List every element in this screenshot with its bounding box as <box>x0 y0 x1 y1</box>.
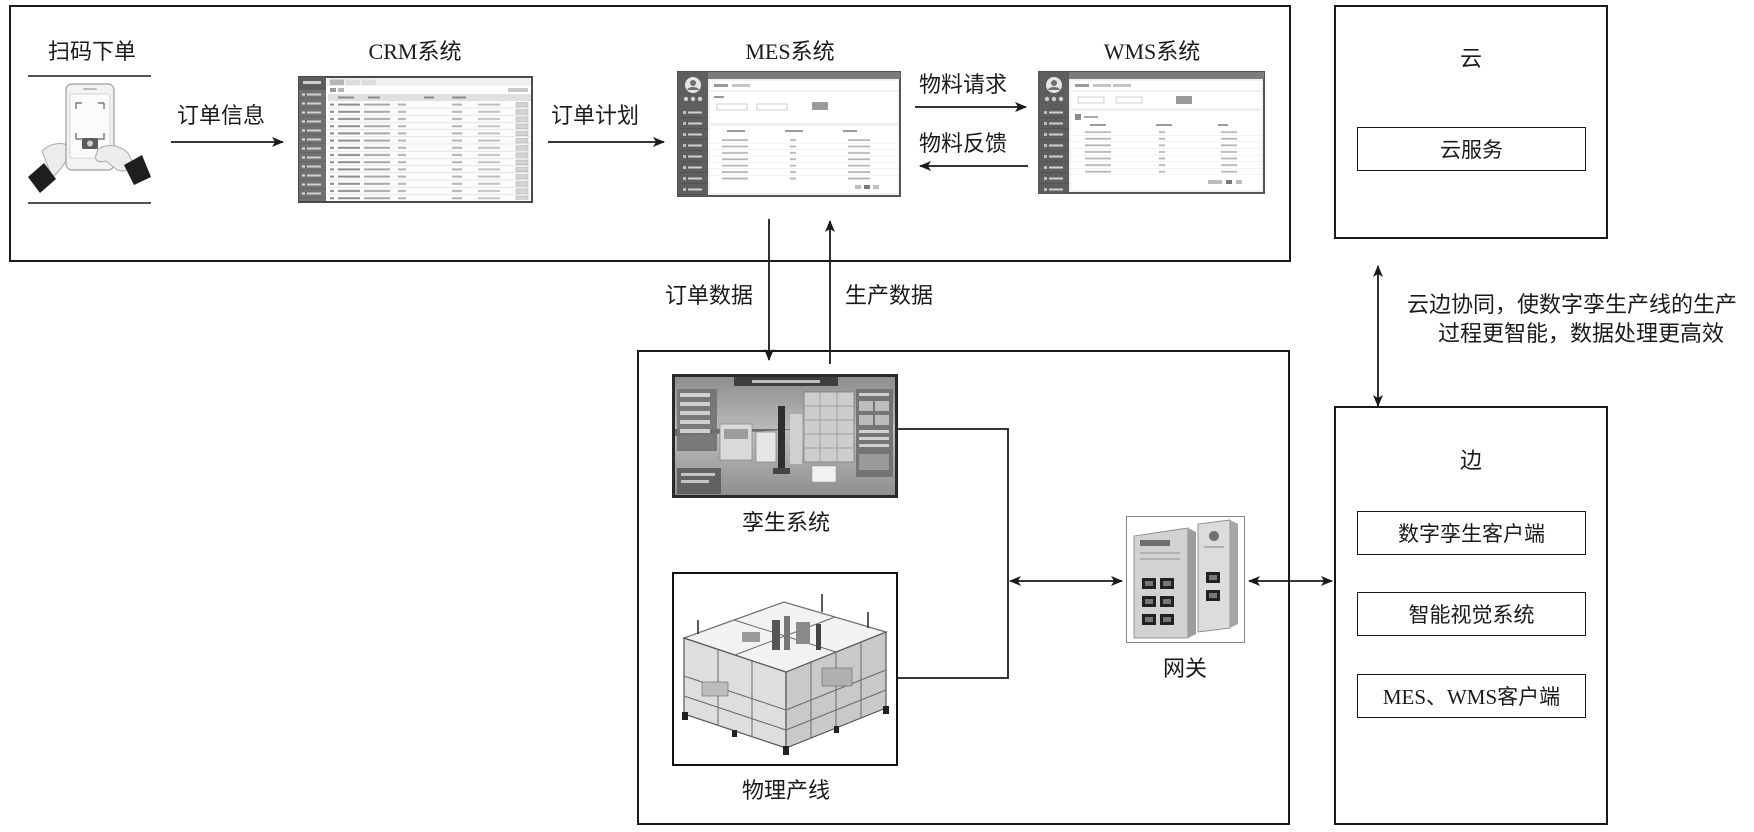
enclosure-posts <box>697 594 869 634</box>
physical-line-drawing <box>672 572 898 766</box>
enclosure-machinery <box>701 616 853 697</box>
material-feedback-label: 物料反馈 <box>918 131 1008 156</box>
crm-sidebar <box>299 77 326 201</box>
gateway-label: 网关 <box>1162 656 1208 681</box>
factory-frame <box>637 350 1290 825</box>
digital-twin-client-box: 数字孪生客户端 <box>1357 511 1586 555</box>
physical-line-label: 物理产线 <box>741 778 831 803</box>
edge-title: 边 <box>1459 448 1483 473</box>
gateway-module-left <box>1133 527 1196 639</box>
collaboration-text-line1: 云边协同，使数字孪生产线的生产 <box>1406 292 1738 317</box>
mes-title: MES系统 <box>745 39 835 64</box>
mes-filter-panel <box>710 81 898 123</box>
mes-table <box>710 126 898 193</box>
order-info-label: 订单信息 <box>176 103 266 128</box>
wms-title: WMS系统 <box>1103 39 1201 64</box>
scan-order-title: 扫码下单 <box>47 39 137 64</box>
smart-vision-box: 智能视觉系统 <box>1357 592 1586 636</box>
crm-screenshot <box>298 76 533 203</box>
phone-scan-illustration <box>28 83 151 193</box>
cloud-frame <box>1334 5 1608 239</box>
mes-wms-client-box: MES、WMS客户端 <box>1357 674 1586 718</box>
mes-sidebar <box>678 72 708 196</box>
production-data-label: 生产数据 <box>844 283 934 308</box>
right-hand <box>95 145 151 185</box>
cloud-service-box: 云服务 <box>1357 127 1586 171</box>
order-data-label: 订单数据 <box>664 283 754 308</box>
crm-title: CRM系统 <box>368 39 462 64</box>
wms-sidebar <box>1039 72 1069 193</box>
crm-toolbar <box>327 78 531 92</box>
edge-frame <box>1334 406 1608 825</box>
gateway-module-right <box>1197 519 1238 633</box>
gateway-device <box>1126 516 1245 643</box>
wms-table <box>1071 111 1262 190</box>
material-request-label: 物料请求 <box>918 72 1008 97</box>
mes-screenshot <box>677 71 901 197</box>
crm-table <box>328 94 531 200</box>
twin-system-label: 孪生系统 <box>741 510 831 535</box>
collaboration-text-line2: 过程更智能，数据处理更高效 <box>1437 321 1725 346</box>
enclosure-feet <box>682 706 889 755</box>
wms-filter-panel <box>1071 81 1262 108</box>
digital-twin-scene <box>672 374 898 498</box>
twin-title-bar <box>734 377 838 386</box>
twin-machines <box>719 391 855 483</box>
order-plan-label: 订单计划 <box>550 103 640 128</box>
cloud-title: 云 <box>1459 46 1483 71</box>
twin-left-panel <box>677 389 721 494</box>
business-systems-frame <box>9 5 1291 262</box>
twin-right-panel <box>856 389 893 477</box>
wms-screenshot <box>1038 71 1265 194</box>
